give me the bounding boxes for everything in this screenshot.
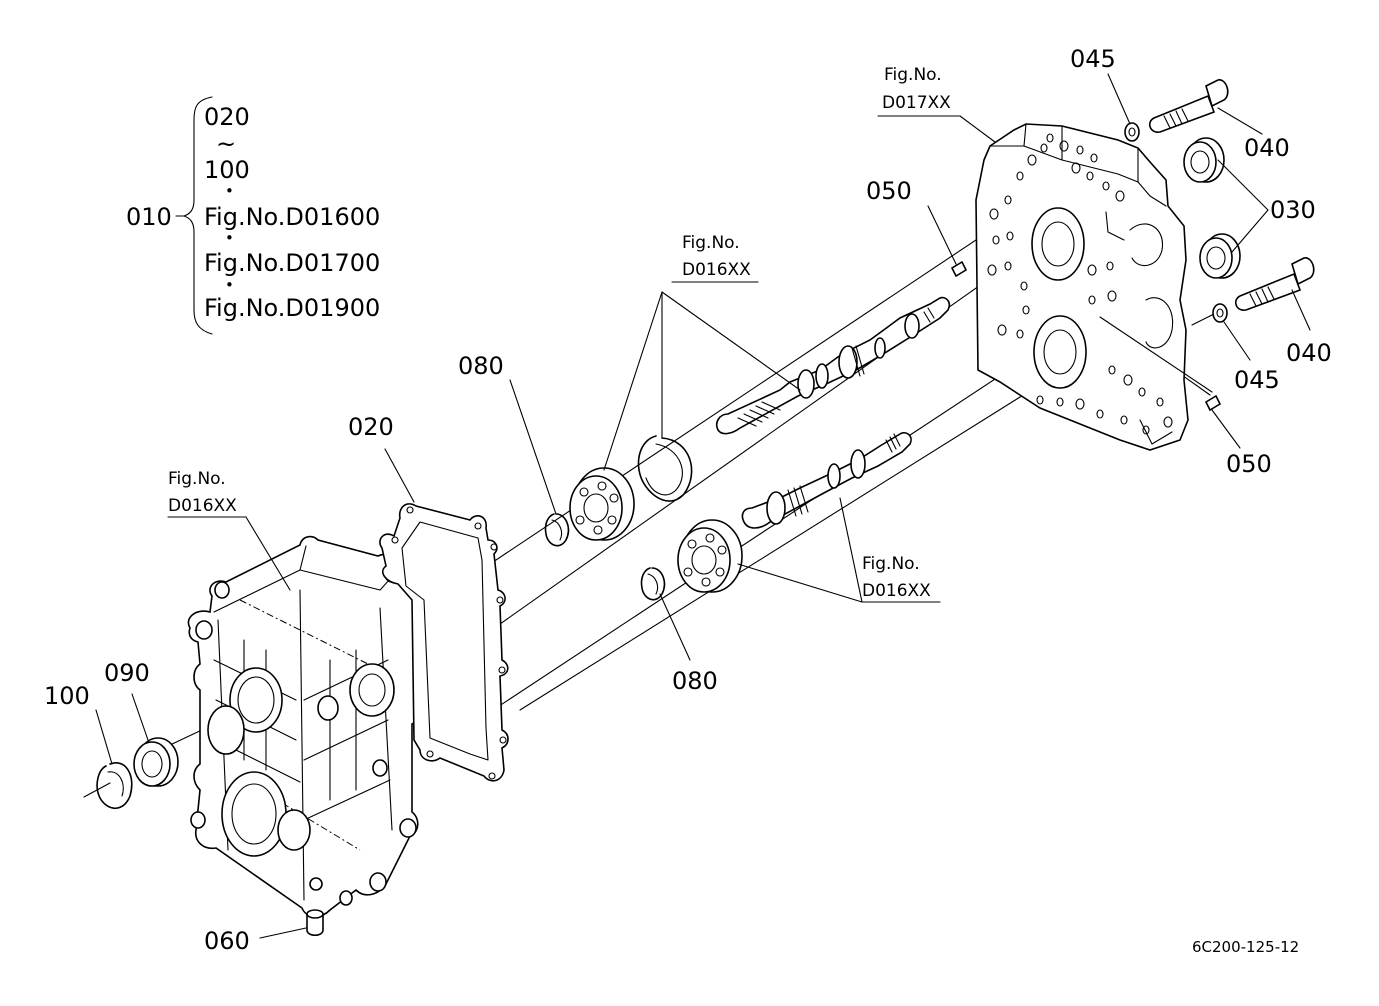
pin-050-left (950, 260, 968, 278)
bolt-040-lower (1234, 257, 1315, 311)
cover-bolt-hole (1006, 231, 1014, 241)
cover-bolt-hole (1088, 295, 1096, 305)
transmission-case (187, 535, 432, 918)
figref-middle-top-number: D016XX (682, 260, 751, 280)
figref-lower-shaft-prefix: Fig.No. (862, 554, 920, 574)
figref-left-case-number: D016XX (168, 496, 237, 516)
bearing-lower (677, 519, 743, 593)
cover-bolt-hole (1123, 374, 1133, 386)
oil-seal-030-upper (1183, 137, 1225, 183)
cover-bolt-hole (1075, 398, 1085, 410)
cover-bolt-hole (1056, 397, 1064, 407)
cover-bolt-hole (1046, 133, 1054, 143)
plug-060 (259, 909, 324, 939)
cover-bolt-hole (1022, 305, 1030, 315)
bearing-upper (569, 467, 635, 541)
cover-bolt-hole (1027, 154, 1037, 166)
group-bullet: • (225, 229, 234, 247)
circlip-080-lower (640, 567, 666, 601)
cover-bolt-hole (1138, 387, 1146, 397)
oil-seal-030-lower (1199, 233, 1241, 279)
snap-ring-100 (96, 762, 133, 810)
cover-bolt-hole (1102, 181, 1110, 191)
group-range-start: 020 (204, 103, 250, 131)
cover-bolt-hole (1036, 395, 1044, 405)
cover-bolt-hole (1020, 281, 1028, 291)
callout-040-bottom: 040 (1286, 339, 1332, 367)
callout-040-top: 040 (1244, 134, 1290, 162)
gasket-020 (379, 503, 509, 782)
group-fig-a: Fig.No.D01600 (204, 203, 380, 231)
cover-bolt-hole (1156, 397, 1164, 407)
cover-bolt-hole (1071, 162, 1081, 174)
cover-bolt-hole (1106, 261, 1114, 271)
group-range-end: 100 (204, 156, 250, 184)
figref-left-case-prefix: Fig.No. (168, 469, 226, 489)
cover-bolt-hole (1016, 329, 1024, 339)
group-range-tilde: ~ (216, 130, 236, 158)
cover-bolt-hole (1163, 416, 1173, 428)
cover-bolt-hole (1096, 409, 1104, 419)
cover-bolt-hole (1087, 264, 1097, 276)
cover-bolt-hole (1004, 195, 1012, 205)
end-cover (975, 123, 1189, 451)
callout-020: 020 (348, 413, 394, 441)
cover-bolt-hole (1115, 190, 1125, 202)
cover-bolt-hole (1108, 365, 1116, 375)
callout-045-bottom: 045 (1234, 366, 1280, 394)
cover-bolt-hole (1076, 145, 1084, 155)
callout-030: 030 (1270, 196, 1316, 224)
cover-bolt-hole (989, 208, 999, 220)
cover-bolt-hole (1090, 153, 1098, 163)
callout-050-right: 050 (1226, 450, 1272, 478)
figref-top-right-prefix: Fig.No. (884, 65, 942, 85)
pin-050-right (1204, 394, 1222, 412)
group-bracket (175, 96, 213, 335)
upper-shaft (715, 296, 951, 435)
cover-bolt-hole (1016, 171, 1024, 181)
oil-seal-090 (133, 737, 179, 787)
callout-050-left: 050 (866, 177, 912, 205)
bolt-040-upper (1148, 79, 1229, 133)
callout-100: 100 (44, 682, 90, 710)
group-parent-label: 010 (126, 203, 172, 231)
figref-lower-shaft-number: D016XX (862, 581, 931, 601)
cover-bolt-hole (1107, 290, 1117, 302)
leader-lines (95, 73, 1311, 765)
cover-bolt-hole (987, 264, 997, 276)
cover-bolt-hole (1142, 425, 1150, 435)
callout-045-top: 045 (1070, 45, 1116, 73)
washer-045-upper (1124, 122, 1140, 142)
callout-090: 090 (104, 659, 150, 687)
callout-080-upper: 080 (458, 352, 504, 380)
group-bullet: • (225, 276, 234, 294)
cover-bolt-hole (992, 235, 1000, 245)
cover-bolt-holes (987, 133, 1173, 435)
callout-060: 060 (204, 927, 250, 955)
cover-bolt-hole (1040, 143, 1048, 153)
lower-shaft (741, 431, 912, 529)
cover-bolt-hole (1120, 415, 1128, 425)
figref-middle-top-prefix: Fig.No. (682, 233, 740, 253)
group-fig-c: Fig.No.D01900 (204, 294, 380, 322)
cover-bolt-hole (1059, 140, 1069, 152)
snap-ring-large (637, 435, 693, 502)
cover-bolt-hole (997, 324, 1007, 336)
figref-top-right-number: D017XX (882, 93, 951, 113)
cover-bolt-hole (1086, 171, 1094, 181)
group-fig-b: Fig.No.D01700 (204, 249, 380, 277)
circlip-080-upper (544, 513, 570, 547)
cover-bolt-hole (1004, 261, 1012, 271)
washer-045-lower (1212, 303, 1228, 323)
callout-080-lower: 080 (672, 667, 718, 695)
drawing-code: 6C200-125-12 (1192, 938, 1299, 956)
group-bullet: • (225, 182, 234, 200)
